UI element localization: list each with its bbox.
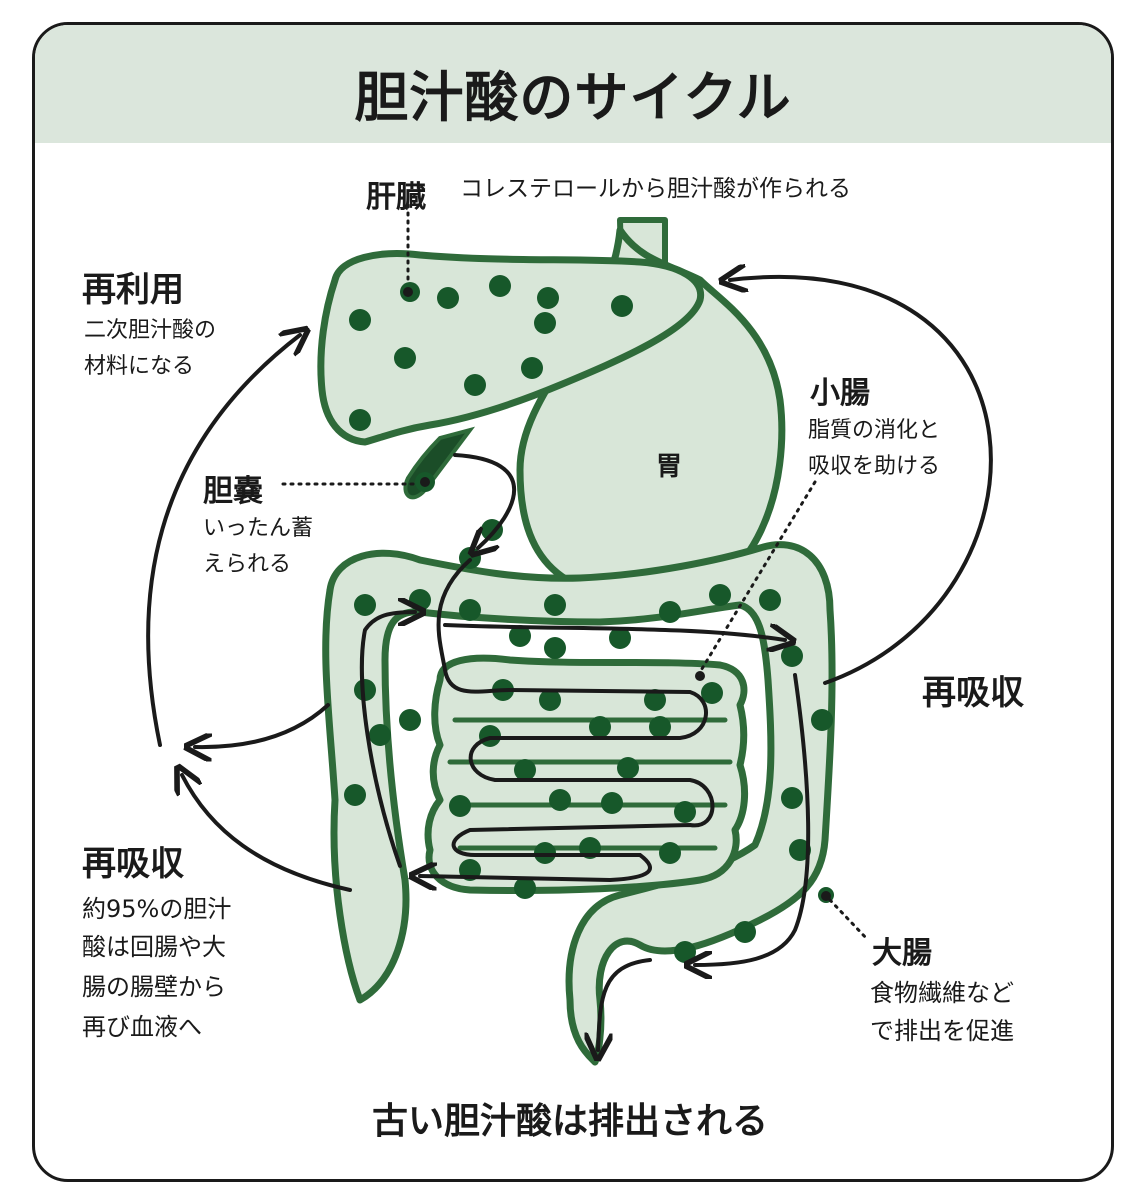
arrow-colon-across xyxy=(443,623,785,640)
arrow-reabsorb-right xyxy=(730,277,993,685)
excretion-caption: 古い胆汁酸は排出される xyxy=(371,1101,768,1142)
large-intestine-desc-line1: 食物繊維など xyxy=(870,979,1014,1007)
liver-label: 肝臓 xyxy=(366,180,426,215)
reuse-label: 再利用 xyxy=(82,270,184,310)
large-intestine xyxy=(322,541,836,1066)
arrow-colon-up xyxy=(359,612,415,868)
stomach-label: 胃 xyxy=(656,452,683,482)
gallbladder-desc-line1: いったん蓄 xyxy=(203,516,314,541)
reabsorb-left-label: 再吸収 xyxy=(82,844,184,884)
reuse-desc-line2: 材料になる xyxy=(84,354,195,379)
liver xyxy=(317,250,705,446)
large-intestine-label: 大腸 xyxy=(872,936,932,971)
small-intestine xyxy=(424,654,748,895)
liver-description: コレステロールから胆汁酸が作られる xyxy=(460,176,851,202)
reabsorb-left-desc-line2: 酸は回腸や大 xyxy=(82,933,226,961)
large-intestine-desc-line2: で排出を促進 xyxy=(870,1017,1014,1045)
gallbladder-label: 胆嚢 xyxy=(203,474,263,509)
reabsorb-left-desc-line4: 再び血液へ xyxy=(82,1013,202,1041)
bile-acid-dots xyxy=(344,275,834,963)
small-intestine-label: 小腸 xyxy=(810,376,870,411)
small-intestine-desc-line1: 脂質の消化と xyxy=(808,418,941,443)
gallbladder-desc-line2: えられる xyxy=(203,552,292,577)
reuse-desc-line1: 二次胆汁酸の xyxy=(84,318,217,343)
title-band: 胆汁酸のサイクル xyxy=(35,25,1111,143)
arrow-colon-down xyxy=(695,673,811,965)
reabsorb-left-desc-line3: 腸の腸壁から xyxy=(82,973,226,1001)
diagram-title: 胆汁酸のサイクル xyxy=(354,66,792,129)
arrow-reabsorb-left-b xyxy=(182,775,352,892)
arrow-reuse xyxy=(146,335,300,747)
gallbladder xyxy=(403,426,476,500)
flow-arrows xyxy=(146,277,993,1050)
arrow-bile-to-intestine xyxy=(453,453,517,548)
arrow-excretion xyxy=(598,958,652,1050)
reabsorb-left-desc-line1: 約95%の胆汁 xyxy=(82,895,232,923)
arrow-intestine-path xyxy=(420,558,715,880)
small-intestine-desc-line2: 吸収を助ける xyxy=(808,454,941,479)
leader-lines xyxy=(281,203,870,942)
diagram-frame: 胆汁酸のサイクル xyxy=(32,22,1114,1182)
arrow-reabsorb-left-a xyxy=(195,703,330,747)
reabsorb-right-label: 再吸収 xyxy=(922,673,1024,713)
